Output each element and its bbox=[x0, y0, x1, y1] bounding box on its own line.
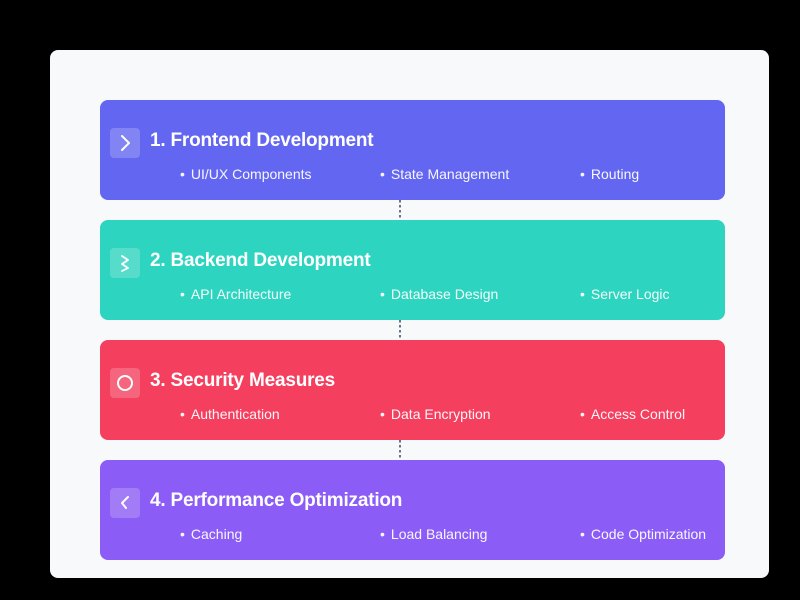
list-item: Caching bbox=[180, 526, 242, 542]
list-item: Routing bbox=[580, 166, 639, 182]
dotted-connector bbox=[399, 200, 401, 220]
section-security-measures: 3. Security Measures Authentication Data… bbox=[100, 340, 725, 440]
circle-icon bbox=[110, 368, 140, 398]
lightning-icon bbox=[110, 488, 140, 518]
section-backend-development: 2. Backend Development API Architecture … bbox=[100, 220, 725, 320]
list-item: Database Design bbox=[380, 286, 498, 302]
section-title: 2. Backend Development bbox=[150, 250, 371, 271]
zigzag-icon bbox=[110, 248, 140, 278]
dotted-connector bbox=[399, 320, 401, 340]
list-item: Server Logic bbox=[580, 286, 670, 302]
dotted-connector bbox=[399, 440, 401, 460]
list-item: API Architecture bbox=[180, 286, 291, 302]
section-performance-optimization: 4. Performance Optimization Caching Load… bbox=[100, 460, 725, 560]
list-item: Data Encryption bbox=[380, 406, 491, 422]
section-title: 4. Performance Optimization bbox=[150, 490, 403, 511]
section-title: 1. Frontend Development bbox=[150, 130, 374, 151]
list-item: Authentication bbox=[180, 406, 280, 422]
list-item: State Management bbox=[380, 166, 509, 182]
section-title: 3. Security Measures bbox=[150, 370, 336, 391]
list-item: Access Control bbox=[580, 406, 685, 422]
section-frontend-development: 1. Frontend Development UI/UX Components… bbox=[100, 100, 725, 200]
chevron-right-icon bbox=[110, 128, 140, 158]
list-item: Code Optimization bbox=[580, 526, 706, 542]
list-item: UI/UX Components bbox=[180, 166, 312, 182]
list-item: Load Balancing bbox=[380, 526, 488, 542]
